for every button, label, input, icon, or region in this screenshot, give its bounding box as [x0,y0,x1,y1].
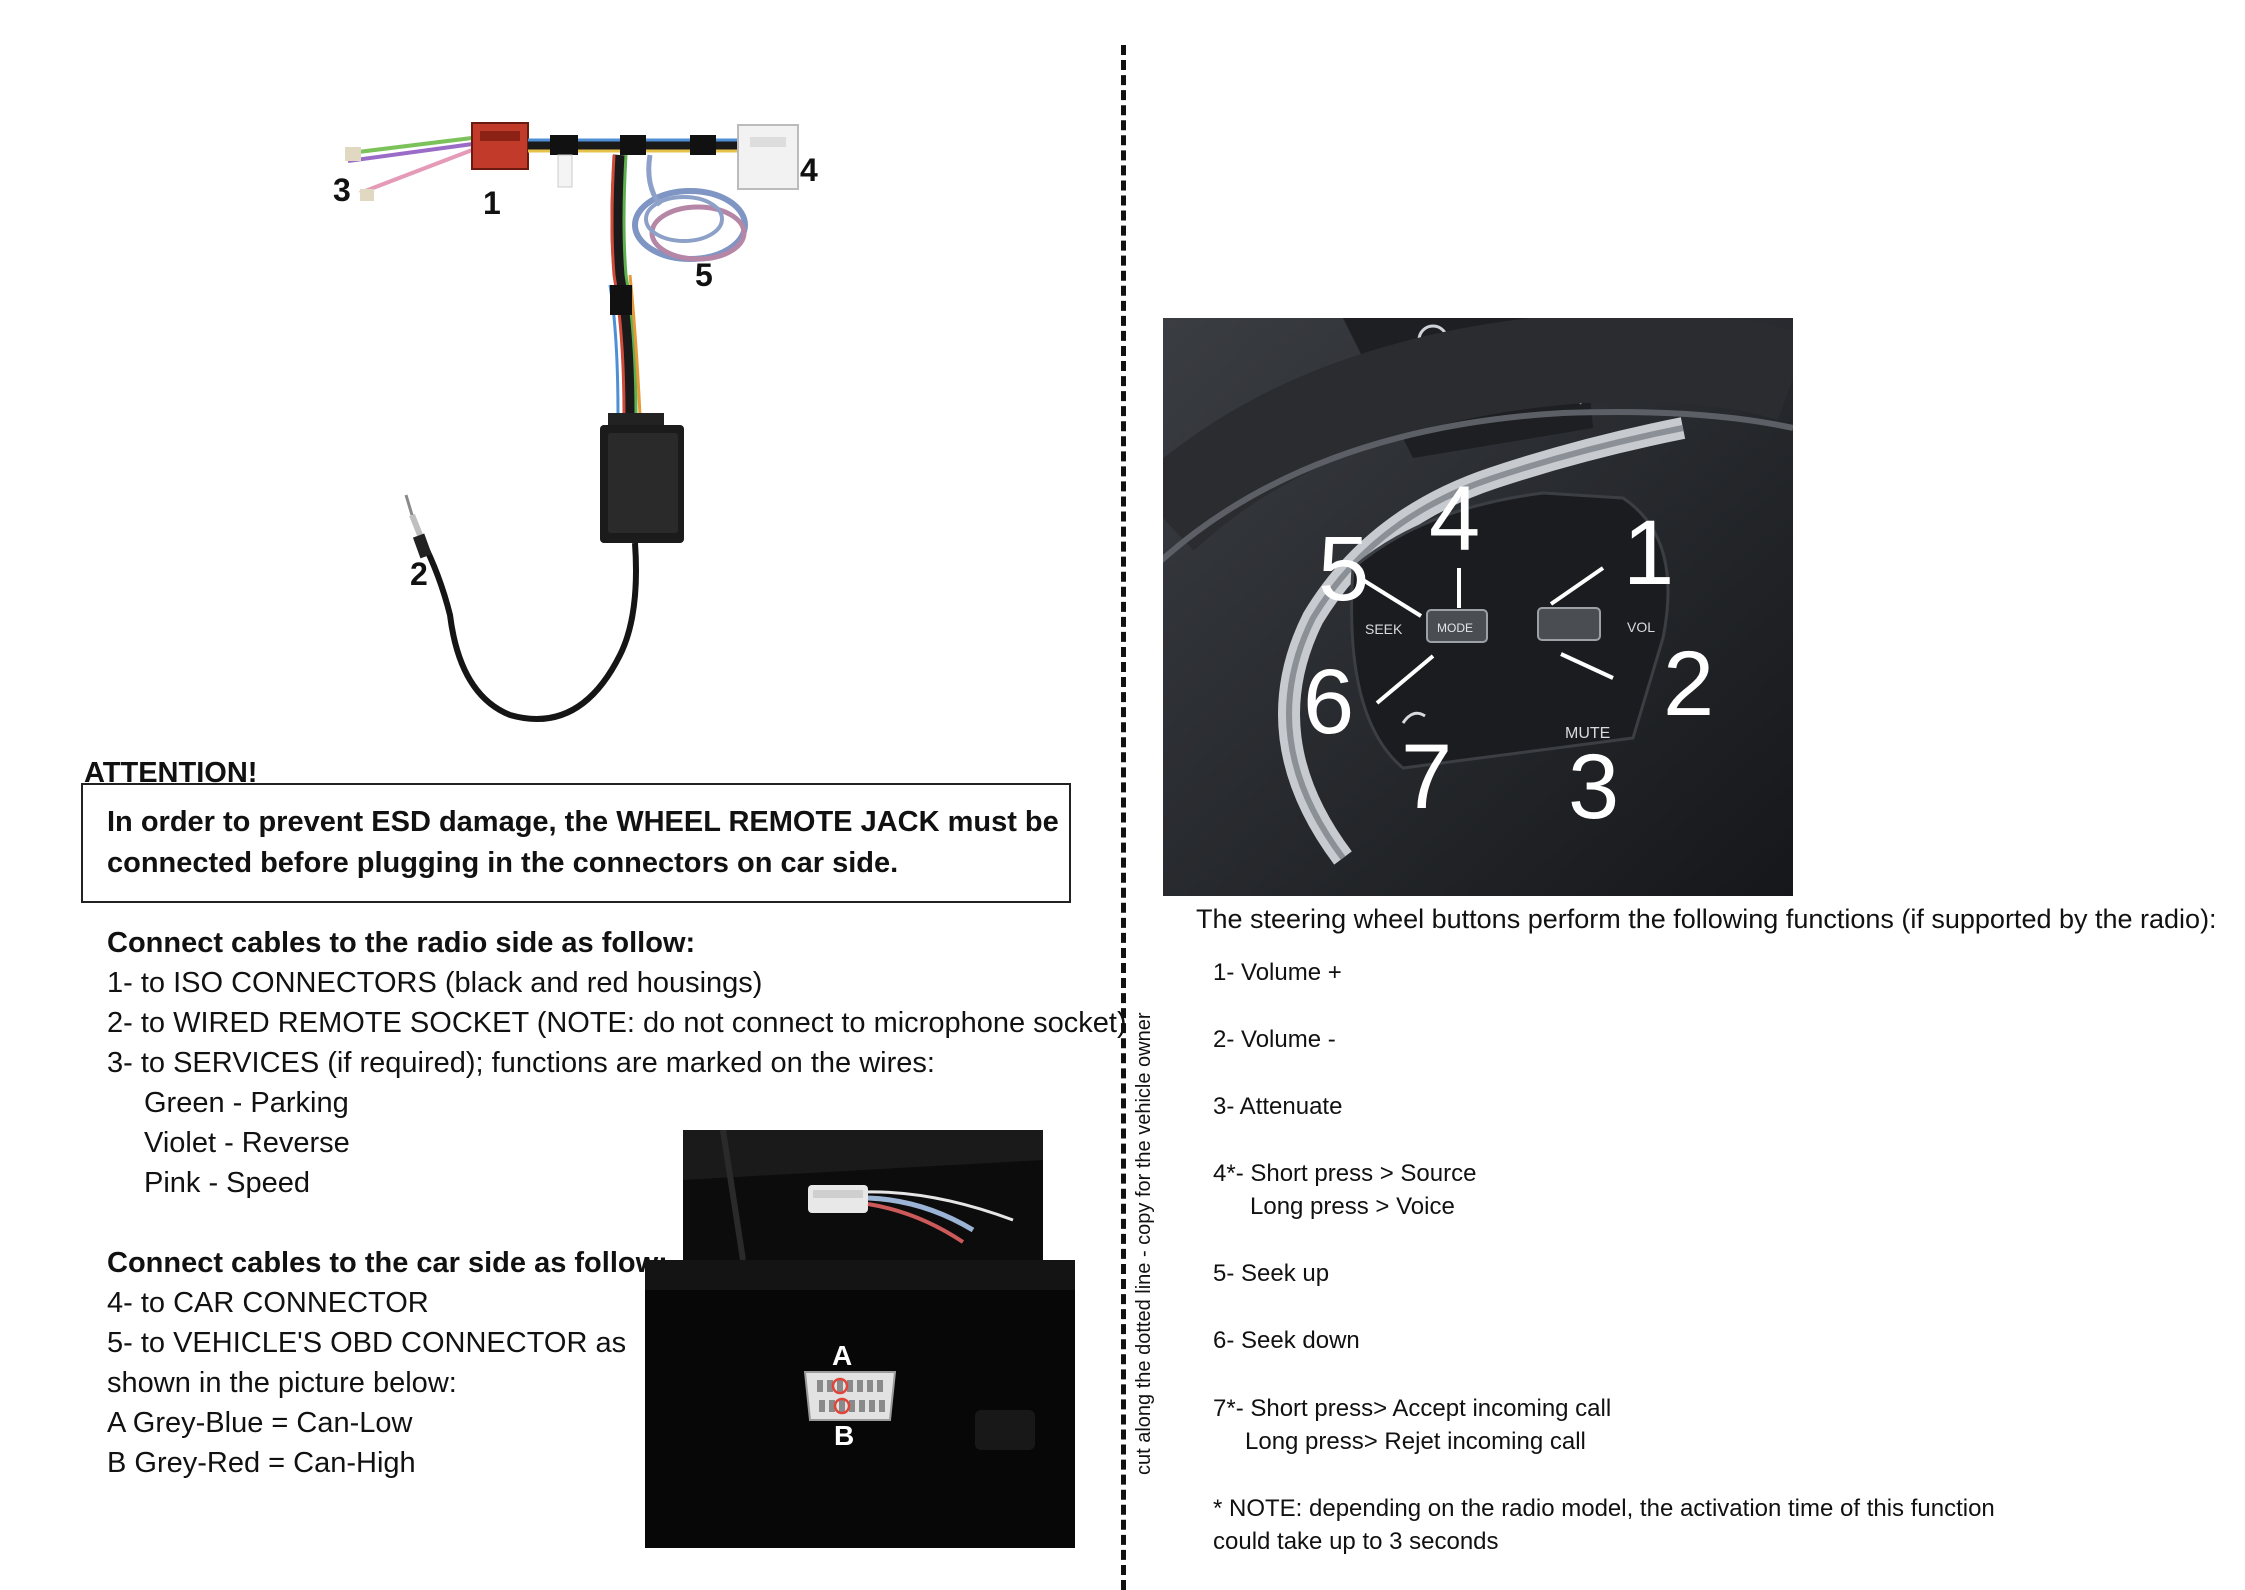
attention-line-1: In order to prevent ESD damage, the WHEE… [107,806,1059,838]
harness-label-3: 3 [333,172,351,208]
car-item-4: 4- to CAR CONNECTOR [107,1287,429,1319]
harness-label-4: 4 [800,152,818,188]
attention-line-2: connected before plugging in the connect… [107,847,899,879]
function-2: 2- Volume - [1213,1026,1336,1053]
wheel-label-4: 4 [1429,468,1480,570]
function-7-long: Long press> Rejet incoming call [1245,1428,1586,1455]
wheel-label-6: 6 [1303,651,1354,753]
harness-label-1: 1 [483,185,501,221]
wheel-label-3: 3 [1568,736,1619,838]
car-item-5: 5- to VEHICLE'S OBD CONNECTOR as [107,1327,627,1359]
mode-text: MODE [1437,621,1473,635]
obd-label-b: B [834,1420,855,1451]
wheel-label-5: 5 [1318,518,1369,620]
obd-connector-photo [645,1260,1075,1548]
harness-label-2: 2 [410,556,428,592]
function-4-long: Long press > Voice [1250,1193,1455,1220]
car-item-5-cont: shown in the picture below: [107,1367,457,1399]
obd-label-a: A [832,1340,853,1371]
function-6: 6- Seek down [1213,1327,1360,1354]
service-pink: Pink - Speed [144,1167,311,1199]
function-3: 3- Attenuate [1213,1093,1343,1120]
wheel-label-1: 1 [1623,502,1674,604]
car-connector-photo [683,1130,1043,1260]
radio-item-1: 1- to ISO CONNECTORS (black and red hous… [107,967,763,999]
car-wire-b: B Grey-Red = Can-High [107,1447,416,1479]
attention-box [81,783,1071,903]
cut-line [1121,45,1126,1590]
radio-side-heading: Connect cables to the radio side as foll… [107,927,696,959]
mute-text: MUTE [1565,725,1610,742]
wheel-label-7: 7 [1401,726,1452,828]
harness-label-5: 5 [695,257,713,293]
functions-intro: The steering wheel buttons perform the f… [1196,904,2217,934]
service-violet: Violet - Reverse [144,1127,350,1159]
function-1: 1- Volume + [1213,959,1342,986]
radio-item-2: 2- to WIRED REMOTE SOCKET (NOTE: do not … [107,1007,1127,1039]
cut-line-label: cut along the dotted line - copy for the… [1133,1012,1155,1476]
steering-wheel-photo: AUTO ON OFF SEEK MODE VOL MUTE 5 4 1 2 6… [1163,318,1793,896]
car-side-heading: Connect cables to the car side as follow… [107,1247,668,1279]
service-green: Green - Parking [144,1087,349,1119]
radio-item-3: 3- to SERVICES (if required); functions … [107,1047,935,1079]
function-7-short: 7*- Short press> Accept incoming call [1213,1395,1612,1422]
harness-photo [345,122,799,722]
wheel-label-2: 2 [1663,633,1714,735]
function-5: 5- Seek up [1213,1260,1330,1287]
function-4-short: 4*- Short press > Source [1213,1160,1477,1187]
note-line-2: could take up to 3 seconds [1213,1528,1499,1555]
note-line-1: * NOTE: depending on the radio model, th… [1213,1495,1995,1522]
seek-text: SEEK [1365,621,1403,637]
vol-text: VOL [1627,619,1655,635]
car-wire-a: A Grey-Blue = Can-Low [107,1407,413,1439]
